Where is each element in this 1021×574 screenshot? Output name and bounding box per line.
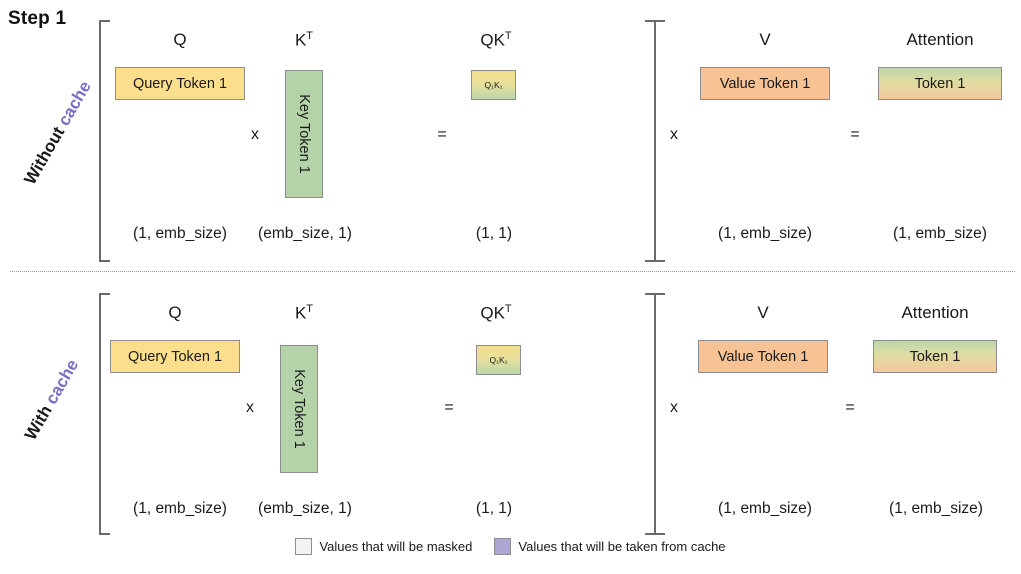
page-title: Step 1 (8, 8, 67, 29)
row-label-without-cache: Without cache (19, 76, 96, 190)
matrix-box-attention-label-row2: Token 1 (909, 348, 961, 365)
dim-q-row1: (1, emb_size) (110, 225, 250, 243)
matrix-box-qk-row1: Q₁K₁ (471, 70, 516, 100)
operator-equals-text-3: = (444, 399, 454, 416)
operator-multiply-text: x (251, 126, 259, 143)
bracket-left-group1-row1 (99, 20, 110, 262)
operator-equals-text-4: = (845, 399, 855, 416)
header-q-row2: Q (110, 303, 240, 323)
header-qkt-row2: QKT (460, 303, 532, 324)
header-qkt-text-2: QK (480, 303, 505, 323)
legend-item-masked: Values that will be masked (295, 538, 472, 555)
header-qkt-row1: QKT (460, 30, 532, 51)
operator-equals-text-2: = (850, 126, 860, 143)
bracket-left-group2-row1 (654, 20, 665, 262)
header-attention-text: Attention (906, 30, 974, 49)
dim-attention-row2: (1, emb_size) (866, 500, 1006, 518)
bracket-left-group2-row2 (654, 293, 665, 535)
matrix-box-attention-row2: Token 1 (873, 340, 997, 373)
matrix-box-value-label-row2: Value Token 1 (717, 348, 809, 365)
operator-multiply-row1-group2: x (662, 126, 686, 144)
operator-equals-row1-group2: = (843, 126, 867, 144)
operator-equals-row1-group1: = (430, 126, 454, 144)
dim-v-row1: (1, emb_size) (695, 225, 835, 243)
matrix-box-value-row1: Value Token 1 (700, 67, 830, 100)
legend-item-cache: Values that will be taken from cache (494, 538, 726, 555)
dim-kt-row2: (emb_size, 1) (235, 500, 375, 518)
legend-label-masked: Values that will be masked (319, 539, 473, 554)
operator-multiply-row2-group1: x (238, 399, 262, 417)
matrix-box-qk-row2: Q₁K₁ (476, 345, 521, 375)
operator-multiply-text-2: x (670, 126, 678, 143)
header-q-row1: Q (115, 30, 245, 50)
matrix-box-value-row2: Value Token 1 (698, 340, 828, 373)
header-attention-row1: Attention (878, 30, 1002, 50)
matrix-box-qk-label-row2: Q₁K₁ (489, 355, 508, 365)
header-v-row1: V (700, 30, 830, 50)
header-kt-sup-2: T (306, 303, 314, 315)
header-q-text-2: Q (168, 303, 182, 322)
operator-multiply-row1-group1: x (243, 126, 267, 144)
operator-multiply-text-4: x (670, 399, 678, 416)
header-v-row2: V (698, 303, 828, 323)
dim-qkt-text-2: (1, 1) (475, 500, 513, 517)
matrix-box-value-label-row1: Value Token 1 (719, 75, 811, 92)
header-q-text: Q (173, 30, 187, 49)
operator-multiply-text-3: x (246, 399, 254, 416)
row-label-line1-b: With (20, 402, 56, 444)
dim-attention-text: (1, emb_size) (893, 225, 987, 242)
row-label-line2-b: cache (41, 356, 83, 408)
masked-swatch-icon (295, 538, 313, 555)
header-attention-row2: Attention (873, 303, 997, 323)
dim-qkt-row1: (1, 1) (424, 225, 564, 243)
cache-swatch-icon (494, 538, 512, 555)
header-attention-text-2: Attention (901, 303, 969, 322)
operator-equals-row2-group2: = (838, 399, 862, 417)
header-kt-sup: T (306, 30, 314, 42)
dim-q-text-2: (1, emb_size) (133, 500, 227, 517)
operator-multiply-row2-group2: x (662, 399, 686, 417)
dim-attention-row1: (1, emb_size) (870, 225, 1010, 243)
matrix-box-attention-label-row1: Token 1 (914, 75, 966, 92)
dim-v-text-2: (1, emb_size) (718, 500, 812, 517)
header-kt-text-2: K (294, 303, 307, 323)
matrix-box-key-label-row1: Key Token 1 (296, 94, 313, 174)
row-label-line1: Without (20, 123, 69, 188)
header-qkt-sup: T (504, 30, 512, 42)
matrix-box-query-label-row2: Query Token 1 (127, 348, 223, 365)
matrix-box-key-row1: Key Token 1 (285, 70, 323, 198)
dim-kt-row1: (emb_size, 1) (235, 225, 375, 243)
operator-equals-row2-group1: = (437, 399, 461, 417)
header-qkt-text: QK (480, 30, 505, 50)
matrix-box-query-row1: Query Token 1 (115, 67, 245, 100)
row-label-with-cache: With cache (13, 343, 90, 457)
dim-attention-text-2: (1, emb_size) (889, 500, 983, 517)
header-kt-row2: KT (268, 303, 340, 324)
header-kt-text: K (294, 30, 307, 50)
legend: Values that will be masked Values that w… (0, 538, 1021, 555)
dim-q-row2: (1, emb_size) (110, 500, 250, 518)
header-v-text: V (759, 30, 771, 49)
operator-equals-text: = (437, 126, 447, 143)
legend-label-cache: Values that will be taken from cache (518, 539, 726, 554)
dim-v-row2: (1, emb_size) (695, 500, 835, 518)
matrix-box-key-row2: Key Token 1 (280, 345, 318, 473)
dim-kt-text-2: (emb_size, 1) (258, 500, 352, 517)
row-label-line2: cache (54, 77, 95, 130)
header-qkt-sup-2: T (504, 303, 512, 315)
dim-qkt-text: (1, 1) (475, 225, 513, 242)
matrix-box-query-label-row1: Query Token 1 (132, 75, 228, 92)
matrix-box-query-row2: Query Token 1 (110, 340, 240, 373)
matrix-box-key-label-row2: Key Token 1 (291, 369, 308, 449)
header-kt-row1: KT (268, 30, 340, 51)
dim-qkt-row2: (1, 1) (424, 500, 564, 518)
matrix-box-qk-label-row1: Q₁K₁ (484, 80, 503, 90)
bracket-left-group1-row2 (99, 293, 110, 535)
section-divider (10, 271, 1015, 272)
header-v-text-2: V (757, 303, 769, 322)
matrix-box-attention-row1: Token 1 (878, 67, 1002, 100)
dim-kt-text: (emb_size, 1) (258, 225, 352, 242)
dim-q-text: (1, emb_size) (133, 225, 227, 242)
dim-v-text: (1, emb_size) (718, 225, 812, 242)
